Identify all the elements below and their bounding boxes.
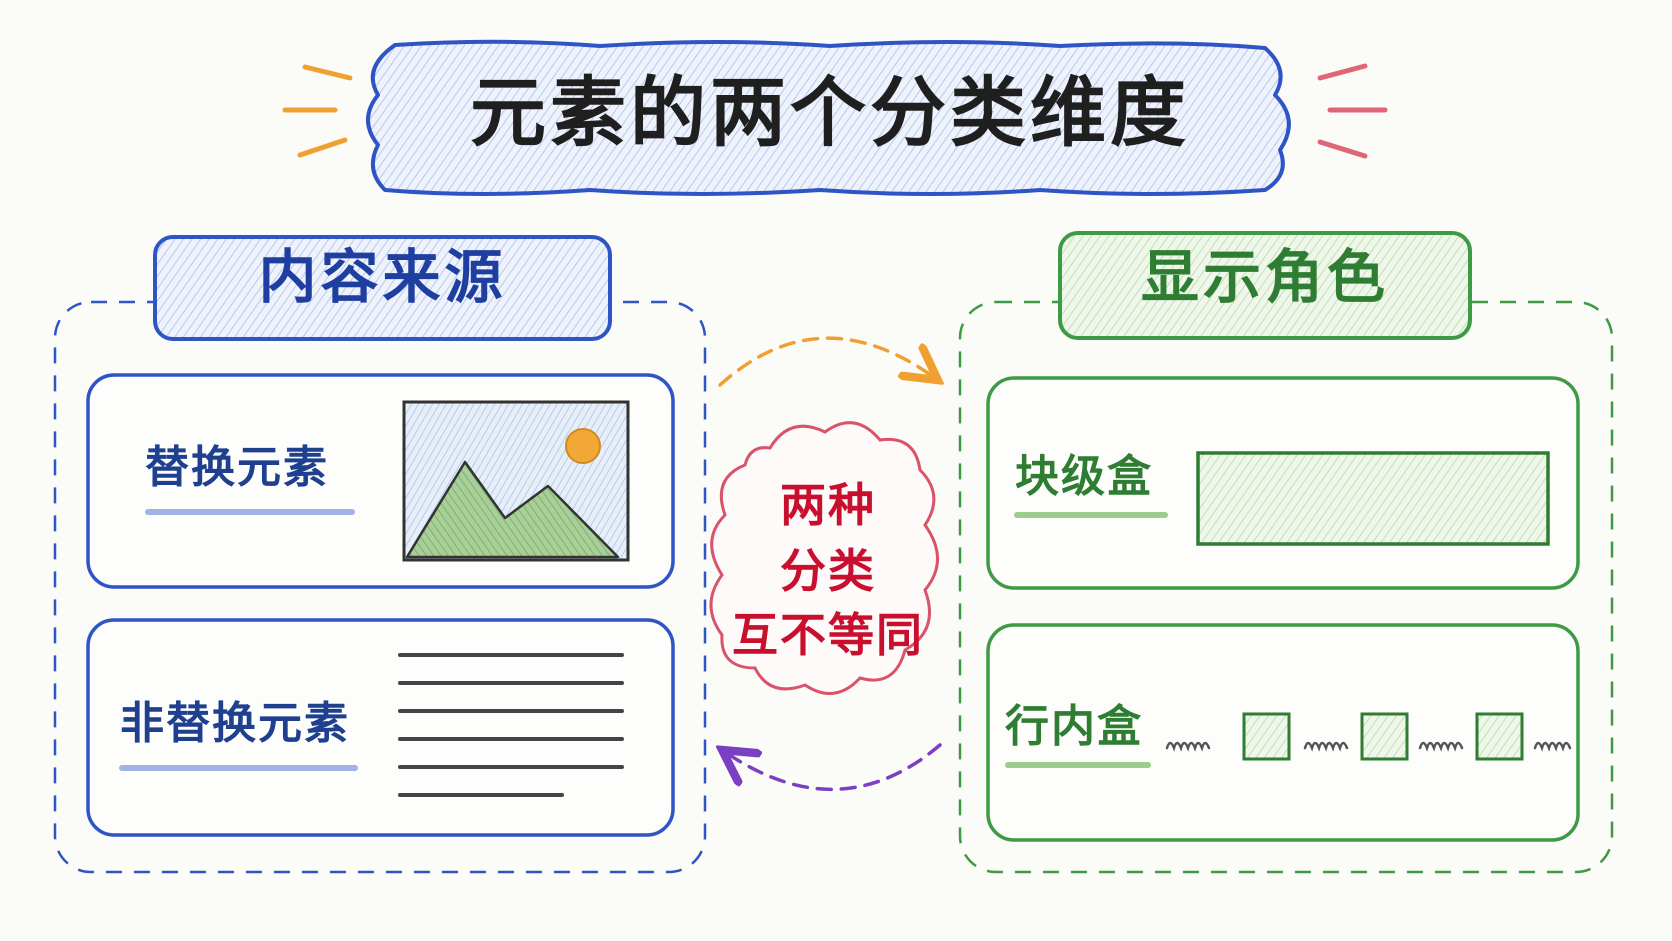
title-banner xyxy=(366,39,1291,196)
center-note-line-1: 两种 xyxy=(780,478,876,532)
center-note-line-3: 互不等同 xyxy=(732,608,924,662)
arrow-to-content-source xyxy=(725,743,942,791)
image-placeholder-icon xyxy=(402,400,630,562)
block-box-label: 块级盒 xyxy=(1015,451,1153,502)
center-cloud xyxy=(709,421,939,695)
center-note-line-2: 分类 xyxy=(780,544,876,598)
block-box-icon xyxy=(1196,451,1550,546)
content-source-header-box xyxy=(153,235,612,341)
non-replaced-element-label: 非替换元素 xyxy=(120,698,350,749)
inline-boxes-icon xyxy=(1165,712,1572,761)
text-lines-icon xyxy=(398,653,624,797)
display-role-header-box xyxy=(1058,231,1472,340)
arrow-to-display-role xyxy=(718,336,935,387)
replaced-element-label: 替换元素 xyxy=(145,442,329,493)
content-source-header: 内容来源 xyxy=(258,243,507,311)
display-role-header: 显示角色 xyxy=(1140,243,1389,311)
sparkle-right-icon xyxy=(1317,63,1388,159)
page-title: 元素的两个分类维度 xyxy=(470,68,1190,157)
non-replaced-element-card xyxy=(86,618,675,837)
inline-box-label: 行内盒 xyxy=(1005,701,1143,752)
sparkle-left-icon xyxy=(282,64,353,158)
